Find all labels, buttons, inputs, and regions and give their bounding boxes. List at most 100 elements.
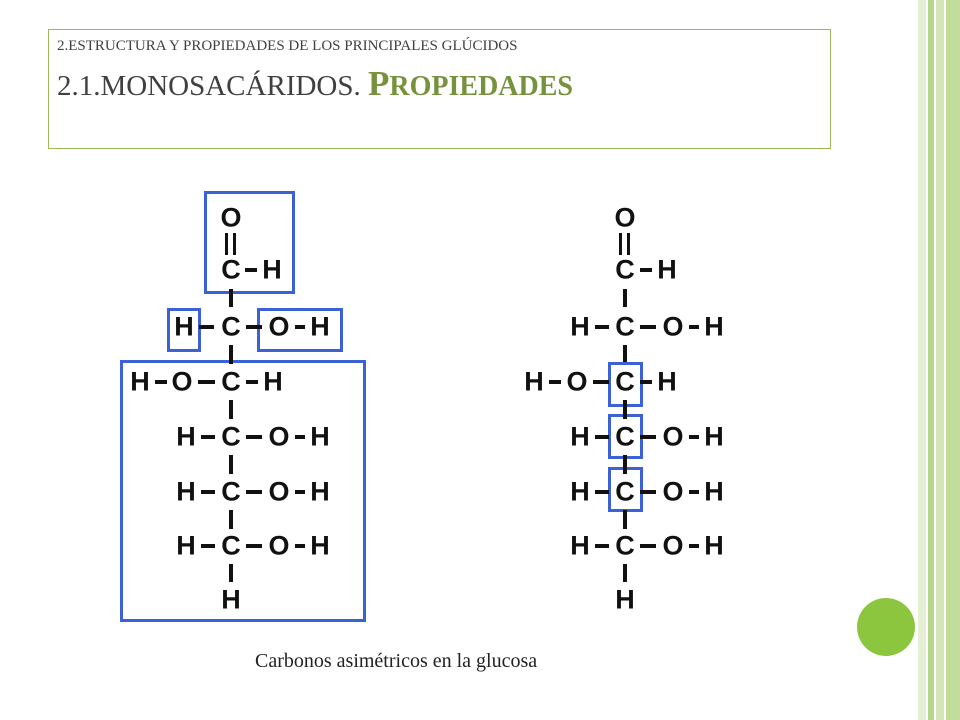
atom-oxygen: O: [662, 311, 684, 342]
atom-carbon: C: [221, 421, 241, 452]
bond: [623, 345, 627, 362]
atom-carbon: C: [615, 421, 635, 452]
bond: [229, 564, 233, 582]
bond: [623, 564, 627, 582]
bond: [201, 490, 215, 494]
bond: [198, 380, 215, 384]
bond: [640, 380, 652, 384]
bond: [295, 435, 305, 439]
hydroxyl-highlight: [257, 308, 343, 352]
atom-oxygen: O: [268, 530, 290, 561]
atom-hydrogen: H: [570, 530, 590, 561]
chain-remainder-highlight: [120, 360, 366, 622]
bond: [623, 510, 627, 529]
bond: [229, 400, 233, 419]
atom-oxygen: O: [220, 202, 242, 233]
bond: [199, 325, 214, 329]
bond: [689, 325, 699, 329]
bond: [640, 268, 652, 272]
atom-carbon: C: [221, 476, 241, 507]
bond: [549, 380, 561, 384]
bond: [229, 345, 233, 364]
atom-hydrogen: H: [176, 421, 196, 452]
bond: [295, 325, 305, 329]
bond: [623, 455, 627, 474]
decor-stripe: [928, 0, 934, 720]
decor-stripe: [936, 0, 944, 720]
bond: [595, 490, 609, 494]
bond: [201, 435, 215, 439]
bond: [689, 435, 699, 439]
atom-hydrogen: H: [657, 366, 677, 397]
double-bond: [233, 233, 236, 255]
bond: [595, 325, 609, 329]
atom-carbon: C: [221, 366, 241, 397]
bond: [689, 544, 699, 548]
atom-hydrogen: H: [221, 584, 241, 615]
atom-hydrogen: H: [262, 254, 282, 285]
atom-hydrogen: H: [570, 311, 590, 342]
atom-hydrogen: H: [570, 421, 590, 452]
atom-carbon: C: [615, 530, 635, 561]
atom-carbon: C: [615, 311, 635, 342]
atom-hydrogen: H: [704, 311, 724, 342]
atom-oxygen: O: [268, 421, 290, 452]
atom-hydrogen: H: [657, 254, 677, 285]
atom-carbon: C: [221, 530, 241, 561]
bond: [246, 325, 262, 329]
atom-hydrogen: H: [263, 366, 283, 397]
atom-carbon: C: [615, 254, 635, 285]
atom-carbon: C: [615, 366, 635, 397]
slide-heading: 2.ESTRUCTURA Y PROPIEDADES DE LOS PRINCI…: [57, 38, 518, 54]
subheading-prefix: 2.1.MONOSACÁRIDOS.: [57, 70, 368, 102]
atom-hydrogen: H: [704, 421, 724, 452]
atom-carbon: C: [221, 254, 241, 285]
atom-oxygen: O: [662, 530, 684, 561]
bond: [229, 455, 233, 474]
bond: [245, 268, 257, 272]
atom-hydrogen: H: [310, 421, 330, 452]
bond: [640, 490, 656, 494]
atom-hydrogen: H: [176, 530, 196, 561]
bond: [295, 544, 305, 548]
atom-hydrogen: H: [176, 476, 196, 507]
atom-oxygen: O: [268, 476, 290, 507]
atom-oxygen: O: [566, 366, 588, 397]
decor-circle: [857, 598, 915, 656]
bond: [246, 544, 262, 548]
atom-carbon: C: [615, 476, 635, 507]
bond: [595, 544, 609, 548]
double-bond: [225, 233, 228, 255]
bond: [689, 490, 699, 494]
subheading-accent: PROPIEDADES: [368, 64, 573, 103]
atom-hydrogen: H: [310, 311, 330, 342]
figure-caption: Carbonos asimétricos en la glucosa: [255, 650, 538, 672]
atom-hydrogen: H: [615, 584, 635, 615]
bond: [295, 490, 305, 494]
atom-hydrogen: H: [704, 530, 724, 561]
atom-oxygen: O: [268, 311, 290, 342]
atom-hydrogen: H: [310, 530, 330, 561]
title-box: [48, 29, 831, 149]
atom-hydrogen: H: [130, 366, 150, 397]
atom-hydrogen: H: [174, 311, 194, 342]
bond: [593, 380, 609, 384]
bond: [246, 490, 262, 494]
bond: [640, 325, 656, 329]
bond: [640, 544, 656, 548]
decor-stripe: [918, 0, 926, 720]
bond: [246, 380, 258, 384]
bond: [640, 435, 656, 439]
hydrogen-highlight: [167, 308, 201, 352]
bond: [595, 435, 609, 439]
bond: [201, 544, 215, 548]
bond: [229, 289, 233, 307]
bond: [229, 510, 233, 529]
double-bond: [627, 233, 630, 255]
atom-hydrogen: H: [310, 476, 330, 507]
bond: [623, 289, 627, 307]
slide-subheading: 2.1.MONOSACÁRIDOS. PROPIEDADES: [57, 64, 573, 104]
atom-oxygen: O: [662, 476, 684, 507]
